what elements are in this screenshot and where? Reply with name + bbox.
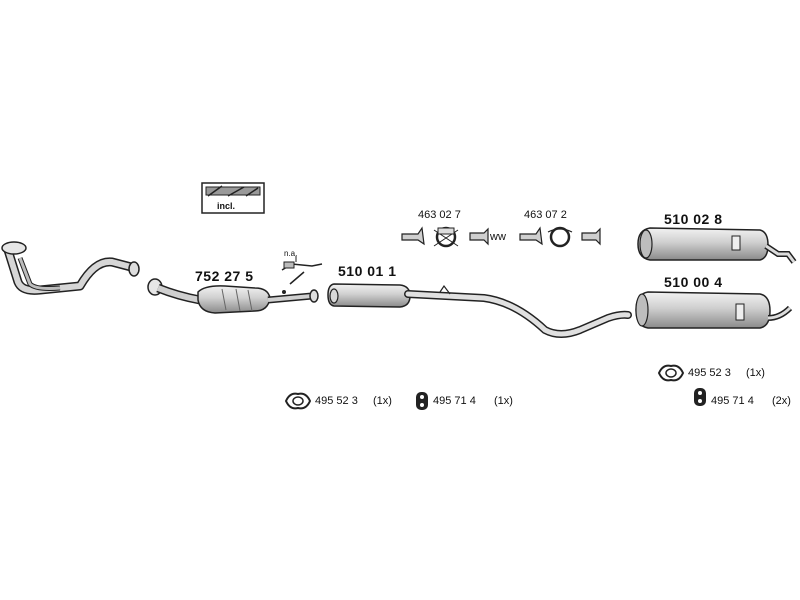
mount-right-number: 495 71 4 [711, 395, 754, 407]
part-number-rear-silencer-a: 510 02 8 [664, 211, 723, 227]
part-number-front-silencer: 510 01 1 [338, 263, 397, 279]
gasket-right-qty: (1x) [746, 367, 765, 379]
wavy-note: ww [490, 231, 506, 243]
front-silencer-inlet [329, 288, 339, 304]
rear-silencer-b [635, 291, 793, 329]
manifold-flange [1, 241, 27, 255]
mount-right-qty: (2x) [772, 395, 791, 407]
not-available-note: n.a. [284, 249, 298, 258]
kit-box-icon [201, 182, 265, 214]
lambda-sensor-icon [281, 256, 323, 294]
rubber-mount-icon-right [694, 388, 706, 406]
kit-box-label: incl. [217, 201, 236, 211]
clamp-set-b [519, 226, 601, 248]
catalyst-assembly [147, 278, 319, 314]
front-silencer-assembly [327, 283, 632, 338]
gasket-right-number: 495 52 3 [688, 367, 731, 379]
catalyst-body [197, 285, 271, 314]
gasket-icon-left [284, 392, 312, 410]
part-number-rear-silencer-b: 510 00 4 [664, 274, 723, 290]
mount-left-qty: (1x) [494, 395, 513, 407]
gasket-icon-right [657, 364, 685, 382]
front-silencer-body [327, 283, 411, 308]
rear-silencer-a [637, 227, 797, 264]
pipe-end-flange [128, 261, 140, 277]
mount-left-number: 495 71 4 [433, 395, 476, 407]
front-pipe [1, 241, 140, 295]
rubber-mount-icon-left [416, 392, 428, 410]
catalyst-outlet-flange [309, 289, 319, 303]
clamp-set-a [401, 226, 489, 248]
middle-pipe [404, 290, 632, 338]
gasket-left-qty: (1x) [373, 395, 392, 407]
part-number-clamp-a: 463 02 7 [418, 209, 461, 221]
part-number-catalyst: 752 27 5 [195, 268, 254, 284]
part-number-clamp-b: 463 07 2 [524, 209, 567, 221]
gasket-left-number: 495 52 3 [315, 395, 358, 407]
